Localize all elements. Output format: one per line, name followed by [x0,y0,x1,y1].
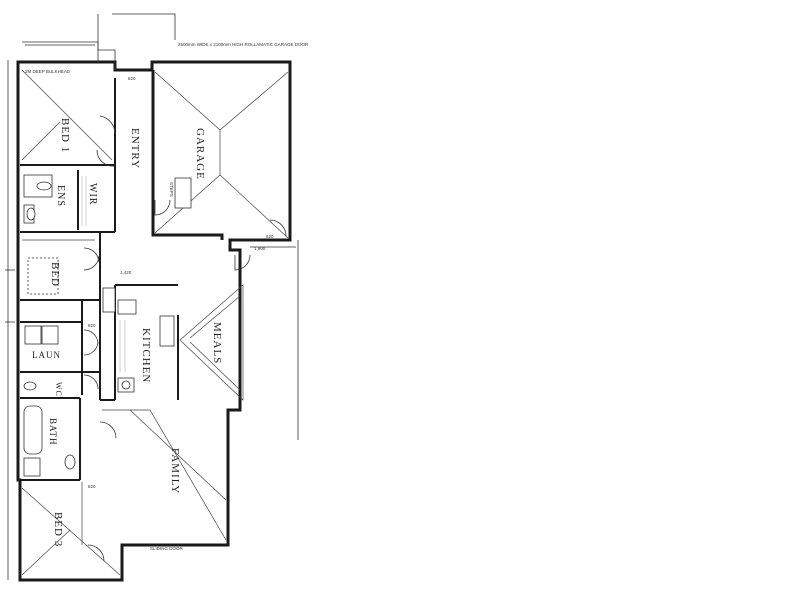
note-garage-door: 2500mm WIDE x 2100mm HIGH ROLLAMATIC GAR… [178,42,309,47]
room-label-bed3: BED 3 [52,512,64,547]
room-label-garage: GARAGE [194,128,206,180]
note-door-820-a: 820 [128,76,136,81]
room-label-laundry: LAUN [32,350,61,360]
room-label-wc: WC [54,382,63,397]
room-label-bath: BATH [48,418,58,446]
room-label-bed1: BED 1 [59,118,71,153]
outer-walls [16,13,292,582]
note-dim-1: 1,900 [254,246,266,251]
note-door-620: 620 [266,234,274,239]
room-label-ens: ENS [55,185,66,207]
room-label-meals: MEALS [211,322,223,364]
fixtures [23,174,192,477]
note-steps: STEPS [169,182,174,197]
note-door-820-c: 820 [88,484,96,489]
room-label-kitchen: KITCHEN [140,328,152,383]
room-label-entry: ENTRY [129,128,141,169]
dimension-lines [5,60,299,580]
room-label-family: FAMILY [169,448,181,494]
room-label-wir: WIR [87,183,98,205]
note-dim-2: 1,420 [120,270,132,275]
note-door-820-b: 820 [88,323,96,328]
room-label-bed: BED [49,262,61,287]
note-sliding-door: SLIDING DOOR [150,546,184,551]
note-bulkhead: 2M DEEP BULKHEAD [25,69,71,74]
interior-walls [20,78,179,481]
doors [83,115,287,562]
